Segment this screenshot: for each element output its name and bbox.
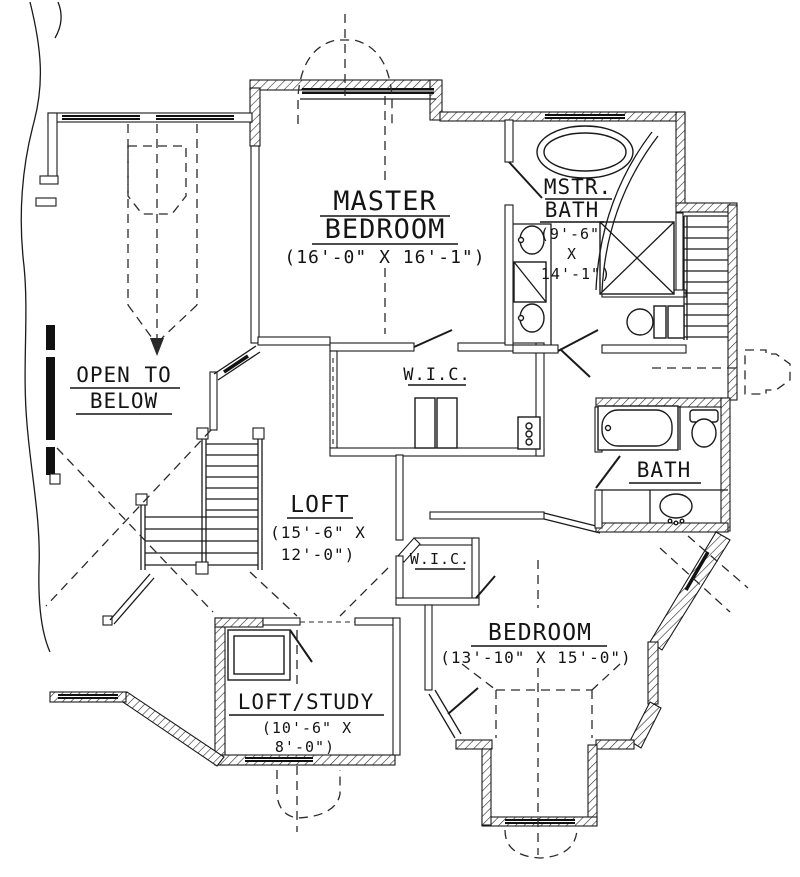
- master-bath-dims-2: X: [567, 245, 577, 263]
- sink-icon: [517, 225, 545, 333]
- shower-icon: [595, 131, 675, 295]
- dashed-roof-lines: [45, 14, 791, 859]
- master-bath-label-1: MSTR.: [544, 175, 612, 199]
- wic-bedroom-label: W.I.C.: [410, 550, 470, 568]
- master-bath-dims-1: (9'-6": [540, 225, 600, 243]
- vanity-sink-icon: [598, 489, 728, 526]
- master-bedroom-dims: (16'-0" X 16'-1"): [284, 247, 485, 268]
- master-bedroom-label-2: BEDROOM: [325, 214, 446, 245]
- loft-dims-1: (15'-6" X: [270, 523, 366, 542]
- bath-fixtures: [597, 405, 728, 526]
- bathtub-icon: [597, 405, 681, 451]
- exterior-walls: [49, 79, 738, 827]
- labels: MASTER BEDROOM (16'-0" X 16'-1") MSTR. B…: [70, 175, 701, 756]
- roofline-curve: [20, 1, 62, 653]
- toilet-icon: [689, 409, 719, 448]
- main-staircase: [109, 427, 265, 625]
- loft-study-dims-2: 8'-0"): [275, 738, 335, 756]
- bedroom-dims: (13'-10" X 15'-0"): [440, 648, 631, 667]
- bedroom-label: BEDROOM: [488, 620, 592, 646]
- bath-label: BATH: [637, 458, 692, 482]
- chimney-outline: [744, 349, 791, 395]
- interior-walls: [35, 112, 710, 756]
- master-bedroom-label-1: MASTER: [333, 186, 437, 217]
- toilet-icon: [626, 305, 685, 339]
- loft-label: LOFT: [290, 492, 349, 518]
- arrow-head: [150, 338, 164, 356]
- doors: [289, 161, 621, 715]
- open-to-below-label-1: OPEN TO: [76, 363, 172, 387]
- master-bath-fixtures: [513, 125, 685, 339]
- wic-master-label: W.I.C.: [403, 365, 470, 385]
- master-bath-dims-3: 14'-1"): [541, 265, 611, 283]
- linen-cabinet: [513, 261, 547, 303]
- loft-study-dims-1: (10'-6" X: [262, 719, 352, 737]
- open-to-below-label-2: BELOW: [90, 389, 158, 413]
- loft-dims-2: 12'-0"): [281, 545, 355, 564]
- wic-interior: [332, 358, 541, 450]
- master-bath-label-2: BATH: [545, 198, 600, 222]
- windows: [58, 88, 625, 824]
- bathtub-icon: [536, 125, 634, 179]
- loft-study-label: LOFT/STUDY: [238, 690, 374, 714]
- desk-nook: [227, 629, 291, 681]
